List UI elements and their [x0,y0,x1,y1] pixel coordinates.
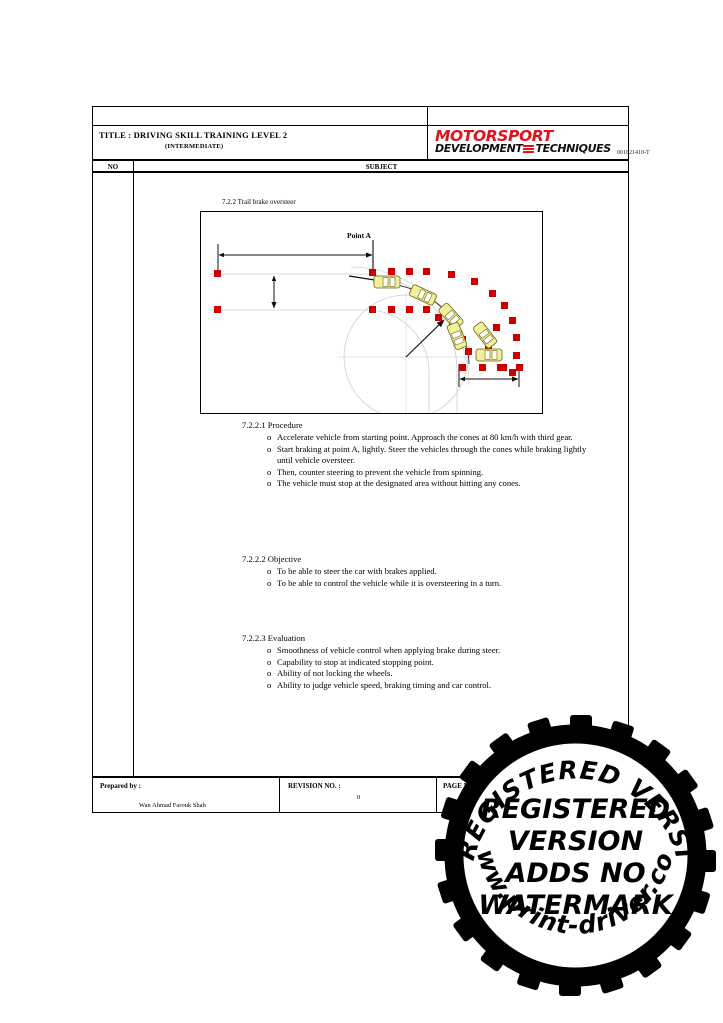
table-column-header-row: NO SUBJECT [93,161,628,173]
logo-stripes-icon [523,144,535,154]
list-item: o To be able to steer the car with brakes… [267,566,599,578]
bullet-marker: o [267,577,272,588]
document-subtitle: (INTERMEDIATE) [165,143,224,150]
bullet-marker: o [267,466,272,477]
trail-brake-oversteer-diagram: Point A [200,211,543,414]
section-bullet-list: o To be able to steer the car with brakes… [134,566,630,589]
section-heading: 7.2.2.3 Evaluation [242,633,306,643]
diagram-caption: 7.2.2 Trail brake oversteer [222,198,296,206]
motorsport-logo: MOTORSPORT DEVELOPMENT TECHNIQUES 001821… [435,127,650,160]
company-registration-code: 001821410-T [617,150,650,156]
list-item: o To be able to control the vehicle while… [267,578,599,590]
section-heading: 7.2.2.2 Objective [242,554,302,564]
footer-divider-1 [279,778,280,813]
list-item: o Ability to judge vehicle speed, braking… [267,680,599,692]
section-objective: 7.2.2.2 Objective o To be able to steer t… [134,554,630,589]
list-item-text: To be able to steer the car with brakes … [277,566,437,576]
list-item: o Accelerate vehicle from starting point.… [267,432,599,444]
footer-divider-2 [436,778,437,813]
list-item: o Smoothness of vehicle control when appl… [267,645,599,657]
header-strip-divider [427,107,428,125]
bullet-marker: o [267,656,272,667]
svg-text:Point A: Point A [347,231,372,240]
list-item: o The vehicle must stop at the designated… [267,478,599,490]
section-heading: 7.2.2.1 Procedure [242,420,303,430]
bullet-marker: o [267,645,272,655]
bullet-marker: o [267,432,272,442]
page-no-label: PAGE NO. : [443,782,481,790]
bullet-marker: o [267,668,272,679]
list-item-text: Then, counter steering to prevent the ve… [277,466,484,477]
list-item-text: Smoothness of vehicle control when apply… [277,645,501,655]
header-title-row: TITLE : DRIVING SKILL TRAINING LEVEL 2 (… [93,126,650,161]
logo-motorsport-text: MOTORSPORT [435,127,553,145]
column-header-no: NO [107,163,119,171]
bullet-marker: o [267,443,272,454]
revision-no-label: REVISION NO. : [288,782,341,790]
logo-tagline: DEVELOPMENT TECHNIQUES [435,143,611,155]
body-column-divider [133,173,134,776]
revision-no-value: 0 [357,794,361,801]
column-header-divider [133,161,134,171]
list-item-text: To be able to control the vehicle while … [277,577,502,588]
list-item-text: Accelerate vehicle from starting point. … [277,432,573,442]
header-title-divider [427,126,428,159]
logo-techniques-text: TECHNIQUES [535,142,611,155]
list-item-text: The vehicle must stop at the designated … [277,478,521,489]
list-item-text: Ability to judge vehicle speed, braking … [277,679,492,690]
bullet-marker: o [267,679,272,690]
logo-development-text: DEVELOPMENT [435,142,523,155]
list-item: o Capability to stop at indicated stoppin… [267,657,599,669]
list-item: o Then, counter steering to prevent the v… [267,467,599,479]
list-item-text: Start braking at point A, lightly. Steer… [277,443,587,466]
bullet-marker: o [267,566,272,576]
section-evaluation: 7.2.2.3 Evaluation o Smoothness of vehicl… [134,633,630,691]
document-footer-table: Prepared by : Wan Ahmad Farouk Shah REVI… [93,776,628,813]
watermark-line-3: ADDS NO [503,858,645,889]
section-procedure: 7.2.2.1 Procedure o Accelerate vehicle fr… [134,420,630,490]
bullet-marker: o [267,478,272,489]
watermark-line-4: WATERMARK [478,890,674,921]
list-item-text: Ability of not locking the wheels. [277,668,393,679]
list-item: o Start braking at point A, lightly. Stee… [267,444,599,467]
document-title: TITLE : DRIVING SKILL TRAINING LEVEL 2 [99,130,288,140]
watermark-line-2: VERSION [508,826,644,857]
document-page-frame: TITLE : DRIVING SKILL TRAINING LEVEL 2 (… [92,106,650,813]
prepared-by-value: Wan Ahmad Farouk Shah [139,802,206,809]
prepared-by-label: Prepared by : [100,782,141,790]
header-top-strip [93,107,628,126]
list-item: o Ability of not locking the wheels. [267,668,599,680]
list-item-text: Capability to stop at indicated stopping… [277,656,434,667]
column-header-subject: SUBJECT [365,163,398,171]
section-bullet-list: o Smoothness of vehicle control when appl… [134,645,630,691]
section-bullet-list: o Accelerate vehicle from starting point.… [134,432,630,490]
document-content: 7.2.2 Trail brake oversteer [134,173,630,776]
